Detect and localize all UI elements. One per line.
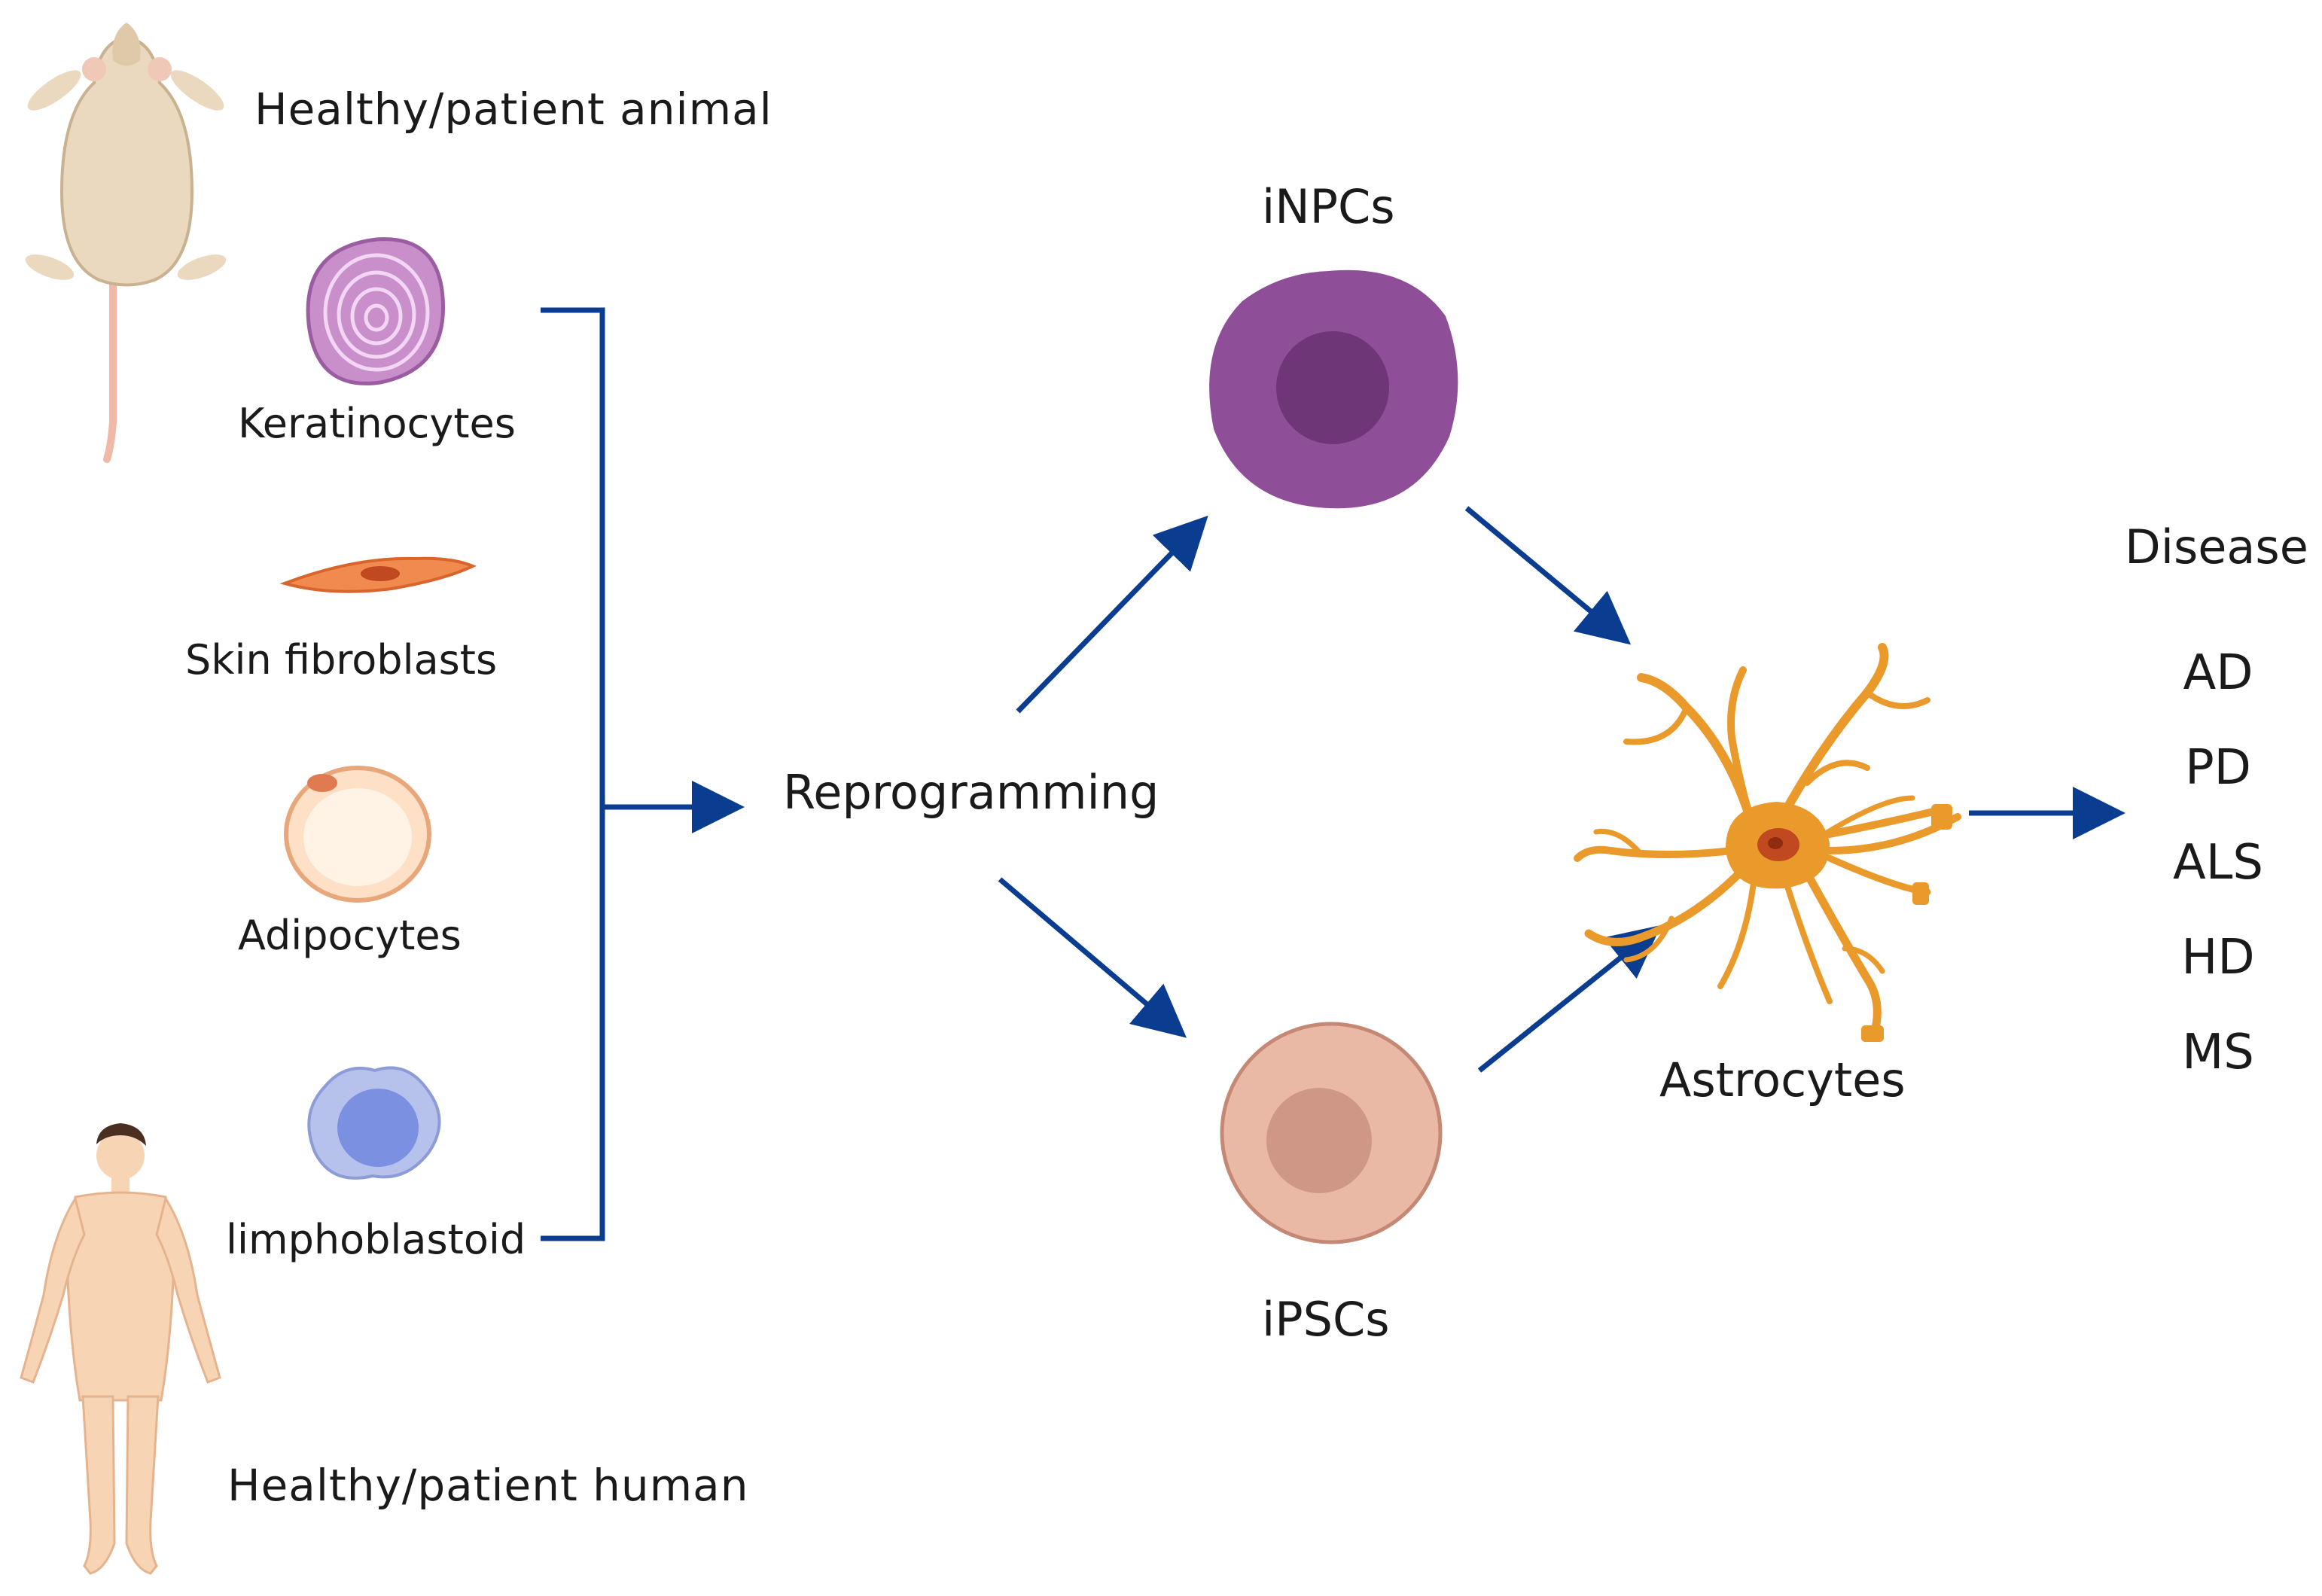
fibroblast-icon (279, 556, 477, 593)
arrow-inpcs-to-astrocytes (1464, 506, 1632, 645)
mouse-icon (25, 23, 227, 463)
astrocyte-icon (1574, 643, 1961, 1042)
astrocytes-label: Astrocytes (1659, 1052, 1906, 1107)
disease-title: Disease (2125, 519, 2308, 574)
disease-item-hd: HD (2181, 930, 2255, 985)
source-animal-label: Healthy/patient animal (254, 84, 772, 135)
adipocyte-icon (284, 766, 431, 903)
inpc-cell-icon (1209, 270, 1458, 509)
ipsc-cell-icon (1220, 1022, 1443, 1244)
source-bracket (541, 307, 605, 1241)
arrow-reprogramming-to-inpcs (1016, 515, 1208, 714)
adipocytes-label: Adipocytes (238, 912, 462, 959)
keratinocyte-icon (306, 237, 446, 385)
lymphoblastoid-label: limphoblastoid (226, 1216, 526, 1263)
human-figure-icon (20, 1123, 221, 1575)
reprogramming-label: Reprogramming (783, 765, 1159, 820)
keratinocytes-label: Keratinocytes (238, 400, 516, 447)
lymphoblastoid-icon (307, 1066, 441, 1180)
arrow-reprogramming-to-ipscs (998, 877, 1187, 1038)
disease-item-pd: PD (2185, 740, 2251, 796)
ipscs-label: iPSCs (1262, 1292, 1390, 1347)
inpcs-label: iNPCs (1262, 179, 1395, 234)
fibroblasts-label: Skin fibroblasts (185, 636, 498, 684)
source-human-label: Healthy/patient human (227, 1460, 749, 1511)
arrow-ipscs-to-astrocytes (1477, 924, 1662, 1073)
disease-item-ad: AD (2183, 645, 2253, 701)
disease-item-ms: MS (2182, 1025, 2254, 1080)
disease-item-als: ALS (2172, 835, 2264, 891)
